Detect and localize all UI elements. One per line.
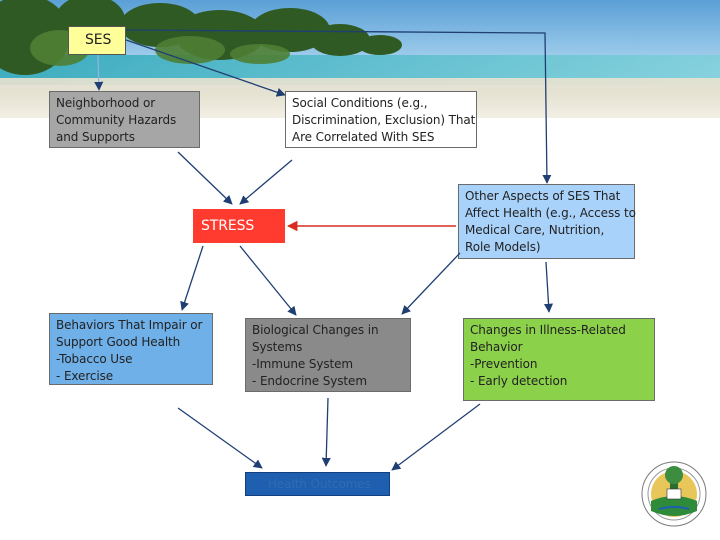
other-line-4: Role Models): [465, 240, 541, 254]
illness-line-3: -Prevention: [470, 357, 538, 371]
hazards-line-2: Community Hazards: [56, 113, 177, 127]
behaviors-line-2: Support Good Health: [56, 335, 181, 349]
illness-line-4: - Early detection: [470, 374, 568, 388]
health-label: Health Outcomes: [268, 477, 371, 491]
social-line-1: Social Conditions (e.g.,: [292, 96, 428, 110]
arrow-illness-to-health: [391, 403, 481, 471]
health-outcomes-box: Health Outcomes: [245, 472, 390, 496]
social-conditions-box: Social Conditions (e.g., Discrimination,…: [285, 91, 477, 148]
behaviors-line-1: Behaviors That Impair or: [56, 318, 203, 332]
social-line-3: Are Correlated With SES: [292, 130, 435, 144]
neighborhood-hazards-box: Neighborhood or Community Hazards and Su…: [49, 91, 200, 148]
bio-line-4: - Endocrine System: [252, 374, 367, 388]
arrow-other-to-bio: [401, 252, 461, 315]
arrow-bio-to-health: [321, 397, 331, 467]
illness-line-2: Behavior: [470, 340, 523, 354]
illness-line-1: Changes in Illness-Related: [470, 323, 626, 337]
bio-line-1: Biological Changes in: [252, 323, 379, 337]
bio-line-2: Systems: [252, 340, 303, 354]
other-line-2: Affect Health (e.g., Access to: [465, 206, 636, 220]
university-seal-logo: [641, 461, 707, 527]
ses-label: SES: [85, 32, 112, 48]
biological-changes-box: Biological Changes in Systems -Immune Sy…: [245, 318, 411, 392]
arrow-ses-to-hazards: [94, 54, 104, 91]
social-line-2: Discrimination, Exclusion) That: [292, 113, 476, 127]
other-line-3: Medical Care, Nutrition,: [465, 223, 605, 237]
other-line-1: Other Aspects of SES That: [465, 189, 621, 203]
ses-box: SES: [68, 26, 126, 55]
behaviors-line-3: -Tobacco Use: [56, 352, 133, 366]
arrow-stress-to-behaviors: [180, 245, 204, 311]
hazards-line-1: Neighborhood or: [56, 96, 156, 110]
stress-label: STRESS: [201, 218, 255, 234]
health-behaviors-box: Behaviors That Impair or Support Good He…: [49, 313, 213, 385]
stress-box: STRESS: [193, 209, 285, 243]
arrow-behaviors-to-health: [177, 407, 263, 469]
arrow-stress-to-bio: [239, 245, 297, 316]
arrow-other-to-illness: [543, 261, 554, 313]
arrow-hazards-to-stress: [177, 151, 233, 205]
other-ses-aspects-box: Other Aspects of SES That Affect Health …: [458, 184, 636, 259]
arrow-ses-to-social: [125, 39, 286, 97]
arrow-social-to-stress: [239, 159, 293, 205]
bio-line-3: -Immune System: [252, 357, 354, 371]
illness-behavior-box: Changes in Illness-Related Behavior -Pre…: [463, 318, 655, 401]
behaviors-line-4: - Exercise: [56, 369, 114, 383]
hazards-line-3: and Supports: [56, 130, 135, 144]
arrow-ses-to-other: [125, 29, 552, 184]
